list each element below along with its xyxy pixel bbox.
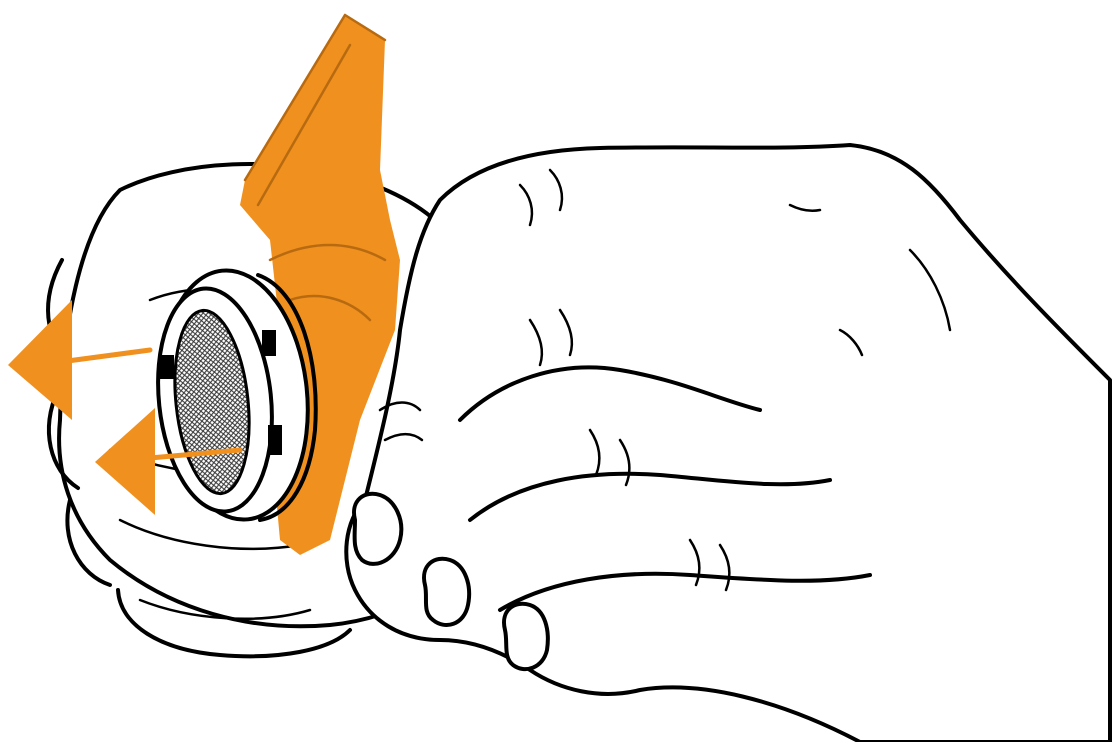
hand-outline [346,145,1110,742]
